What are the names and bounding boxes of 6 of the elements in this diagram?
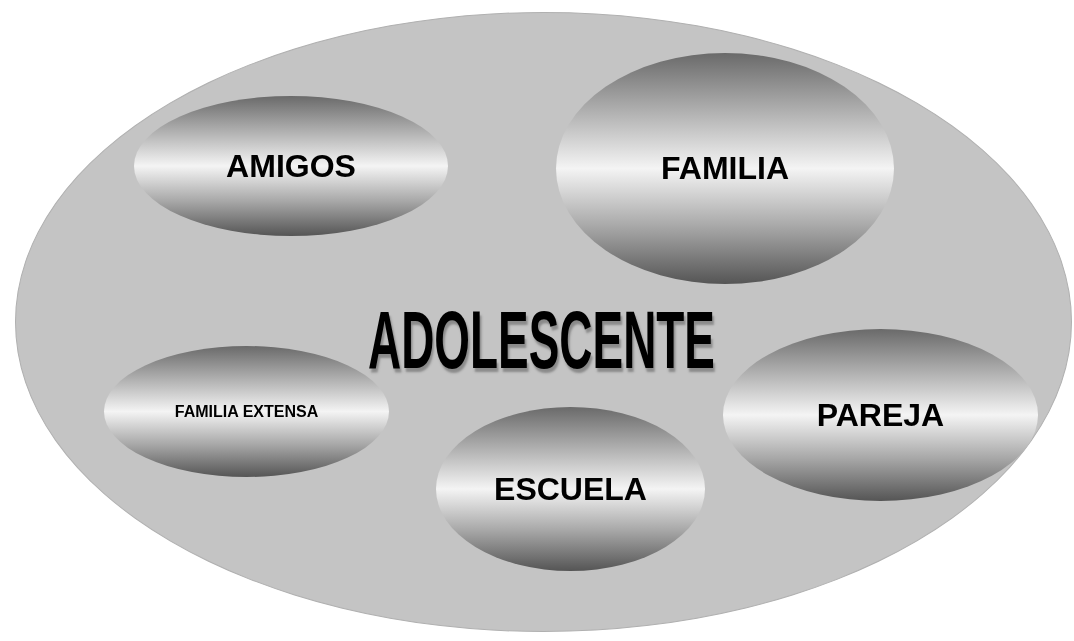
ellipse-label: FAMILIA	[661, 150, 789, 187]
ellipse-label: AMIGOS	[226, 147, 356, 185]
ellipse-label: PAREJA	[816, 396, 945, 434]
central-title: ADOLESCENTE	[368, 299, 715, 381]
ellipse-label: ESCUELA	[494, 470, 647, 508]
ellipse-label: FAMILIA EXTENSA	[174, 402, 319, 421]
